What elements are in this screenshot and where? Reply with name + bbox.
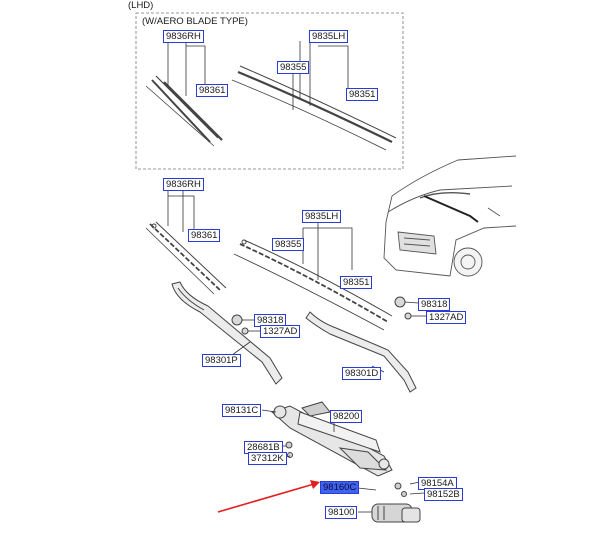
- aero-blade-box: [135, 12, 404, 170]
- aero-label-98361[interactable]: 98361: [196, 84, 229, 97]
- label-1327ad-left[interactable]: 1327AD: [260, 325, 301, 338]
- label-98160c-highlighted[interactable]: 98160C: [320, 481, 360, 494]
- label-98301p[interactable]: 98301P: [202, 354, 241, 367]
- car-thumbnail: [383, 155, 517, 277]
- aero-label-9836rh[interactable]: 9836RH: [163, 30, 204, 43]
- aero-rh-blade: [145, 75, 223, 147]
- std-label-9836rh[interactable]: 9836RH: [163, 178, 204, 191]
- std-lh-blade: [233, 239, 393, 331]
- lhd-label: (LHD): [128, 0, 154, 11]
- highlight-arrow: [217, 480, 320, 513]
- aero-label-98351[interactable]: 98351: [346, 88, 379, 101]
- aero-leaders: [167, 40, 349, 110]
- label-37312k[interactable]: 37312K: [248, 452, 287, 465]
- label-98131c[interactable]: 98131C: [222, 404, 262, 417]
- aero-label-9835lh[interactable]: 9835LH: [309, 30, 349, 43]
- aero-box-title: (W/AERO BLADE TYPE): [142, 16, 248, 27]
- arm-caps: [231, 296, 412, 335]
- std-label-98351[interactable]: 98351: [340, 276, 373, 289]
- label-98200[interactable]: 98200: [330, 410, 363, 423]
- label-98152b[interactable]: 98152B: [424, 488, 463, 501]
- std-label-9835lh[interactable]: 9835LH: [302, 210, 342, 223]
- std-label-98361[interactable]: 98361: [188, 229, 221, 242]
- std-label-98355[interactable]: 98355: [272, 238, 305, 251]
- arm-rh: [171, 281, 283, 385]
- aero-lh-blade: [231, 65, 397, 151]
- label-1327ad-right[interactable]: 1327AD: [426, 311, 467, 324]
- std-rh-blade: [145, 221, 227, 295]
- aero-label-98355[interactable]: 98355: [277, 61, 310, 74]
- linkage-assembly: [271, 401, 393, 477]
- label-98100[interactable]: 98100: [325, 506, 358, 519]
- arm-lh: [305, 311, 417, 393]
- label-98301d[interactable]: 98301D: [342, 367, 382, 380]
- motor: [371, 503, 421, 523]
- label-98318-right[interactable]: 98318: [418, 298, 451, 311]
